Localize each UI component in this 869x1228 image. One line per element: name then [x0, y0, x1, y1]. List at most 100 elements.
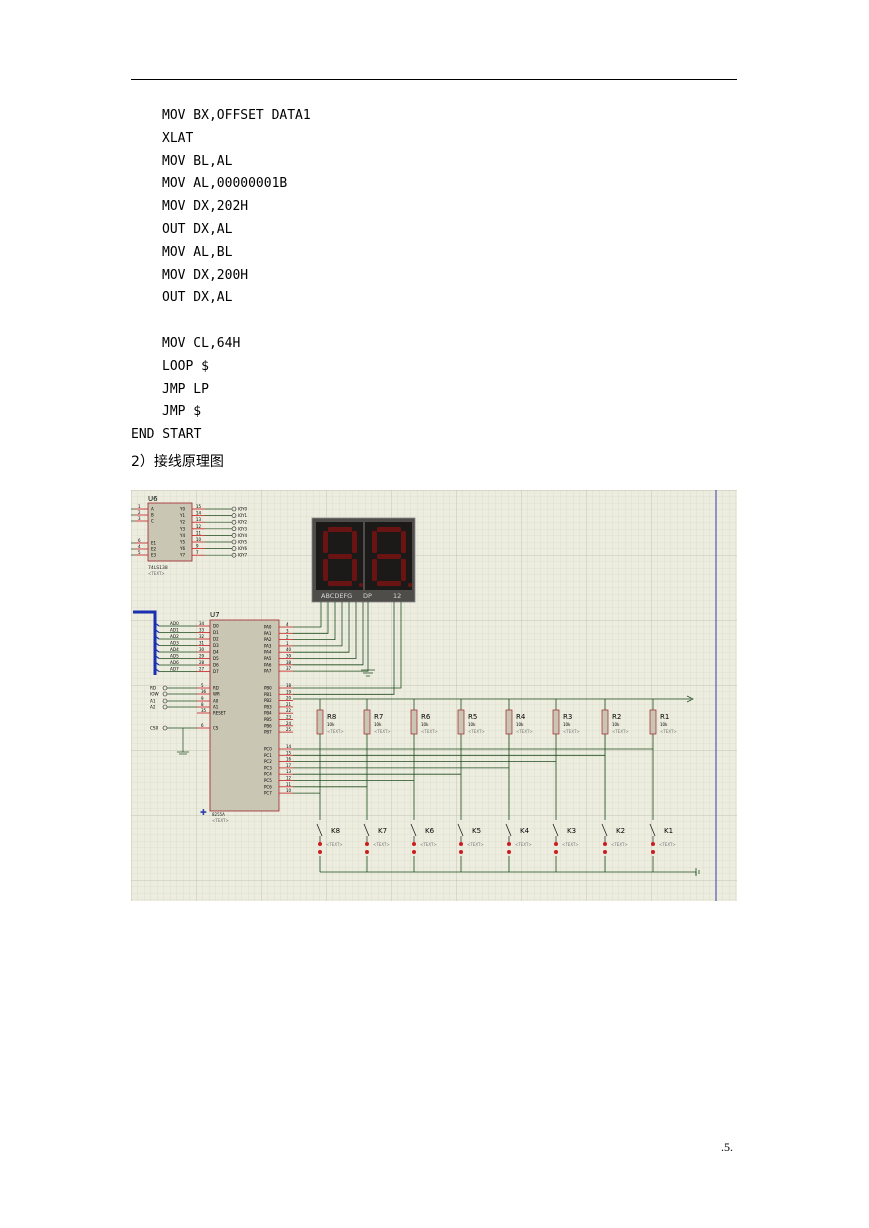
- seven-segment-display: ABCDEFG DP 12: [311, 517, 416, 603]
- resistor-text: <TEXT>: [660, 729, 677, 734]
- header-rule: [131, 79, 737, 80]
- resistor-ref: R4: [516, 713, 526, 721]
- u7-pin-num: 32: [199, 634, 205, 639]
- u7-pin-name: PB2: [264, 698, 272, 703]
- switch-text: <TEXT>: [373, 842, 390, 847]
- u7-pin-num: 11: [286, 782, 292, 787]
- u7-terminal: [162, 698, 168, 704]
- code-line: [131, 313, 311, 336]
- u6-ref: U6: [148, 495, 158, 503]
- code-line: JMP LP: [162, 381, 209, 397]
- u7-pin-name: RESET: [213, 711, 226, 716]
- display-digit-label: 12: [393, 592, 401, 600]
- resistor-body: [363, 709, 371, 735]
- wire: [293, 602, 343, 647]
- switch-contact: [459, 850, 463, 854]
- u6-terminal: [231, 519, 237, 525]
- switch-ref: K5: [472, 827, 481, 835]
- u7-terminal: [162, 691, 168, 697]
- u6-pin-num: 1: [138, 504, 141, 509]
- bus-entry: [154, 648, 160, 653]
- u7-pin-name: PC5: [264, 778, 272, 783]
- resistor-value: 10k: [516, 722, 524, 727]
- u6-pin-name: E3: [151, 553, 157, 558]
- u6-net-label: IOY1: [238, 513, 248, 518]
- wire: [293, 602, 364, 666]
- u6-pin-num: 14: [196, 511, 202, 516]
- resistor-text: <TEXT>: [374, 729, 391, 734]
- u7-pin-num: 38: [286, 660, 292, 665]
- u7-pin-num: 13: [286, 769, 292, 774]
- code-line: LOOP $: [162, 358, 209, 374]
- wire: [293, 602, 395, 695]
- u7-pin-num: 2: [286, 635, 289, 640]
- u6-pin-name: E2: [151, 547, 157, 552]
- u7-pin-name: PC6: [264, 784, 272, 789]
- u7-pin-name: PB3: [264, 704, 272, 709]
- u6-pin-name: Y6: [179, 546, 185, 551]
- u6-terminal: [231, 513, 237, 518]
- u7-net-label: IOW: [150, 692, 159, 697]
- switch-contact: [318, 842, 322, 846]
- display-segment: [372, 531, 377, 553]
- u7-pin-num: 5: [201, 683, 204, 688]
- switch-contact: [507, 850, 511, 854]
- u6-pin-name: Y5: [179, 540, 185, 545]
- resistor-ref: R2: [612, 713, 621, 721]
- switch-text: <TEXT>: [659, 842, 676, 847]
- u7-pin-num: 37: [286, 666, 292, 671]
- switch-lever: [601, 823, 608, 837]
- u7-pin-num: 6: [201, 723, 204, 728]
- switch-ref: K3: [567, 827, 576, 835]
- u7-pin-name: PA6: [264, 662, 272, 667]
- display-segment: [401, 559, 406, 581]
- wire: [293, 602, 350, 653]
- code-line: END START: [131, 427, 202, 443]
- resistor-value: 10k: [660, 722, 668, 727]
- resistor-text: <TEXT>: [468, 729, 485, 734]
- u6-pin-name: Y4: [179, 533, 185, 538]
- u7-pin-name: A0: [213, 699, 219, 704]
- display-segment: [323, 531, 328, 553]
- u7-pin-num: 14: [286, 744, 292, 749]
- u7-net-label: A1: [150, 699, 156, 704]
- resistor-ref: R1: [660, 713, 669, 721]
- u7-pin-num: 25: [286, 727, 292, 732]
- u7-pin-name: WR: [213, 692, 220, 697]
- u7-pin-name: PA2: [264, 637, 272, 642]
- resistor-value: 10k: [563, 722, 571, 727]
- data-bus: [133, 610, 157, 675]
- display-segment: [372, 559, 377, 581]
- code-line: MOV AL,BL: [162, 244, 233, 260]
- u6-net-label: IOY0: [238, 507, 248, 512]
- u7-pin-name: D4: [213, 650, 219, 655]
- u7-terminal: [162, 725, 168, 731]
- resistor-ref: R5: [468, 713, 477, 721]
- u7-pin-num: 24: [286, 721, 292, 726]
- u7-pin-name: PA7: [264, 669, 272, 674]
- resistor-text: <TEXT>: [327, 729, 344, 734]
- bus-entry: [154, 661, 160, 666]
- switch-lever: [316, 823, 323, 837]
- switch-lever: [363, 823, 370, 837]
- arrow-head: [686, 695, 694, 703]
- switch-text: <TEXT>: [467, 842, 484, 847]
- u7-pin-num: 39: [286, 654, 292, 659]
- wire: [293, 602, 329, 634]
- u7-net-label: AD3: [170, 641, 179, 646]
- u7-pin-name: PA4: [264, 650, 272, 655]
- u7-pin-name: D2: [213, 637, 219, 642]
- u6-pin-name: A: [151, 507, 154, 512]
- u6-pin-num: 3: [138, 516, 141, 521]
- section-heading: 2）接线原理图: [131, 454, 224, 470]
- u7-pin-name: D3: [213, 643, 219, 648]
- bus-entry: [154, 635, 160, 640]
- u7-pin-num: 40: [286, 647, 292, 652]
- u7-net-label: AD2: [170, 634, 179, 639]
- resistor-text: <TEXT>: [612, 729, 629, 734]
- code-line: XLAT: [162, 130, 194, 146]
